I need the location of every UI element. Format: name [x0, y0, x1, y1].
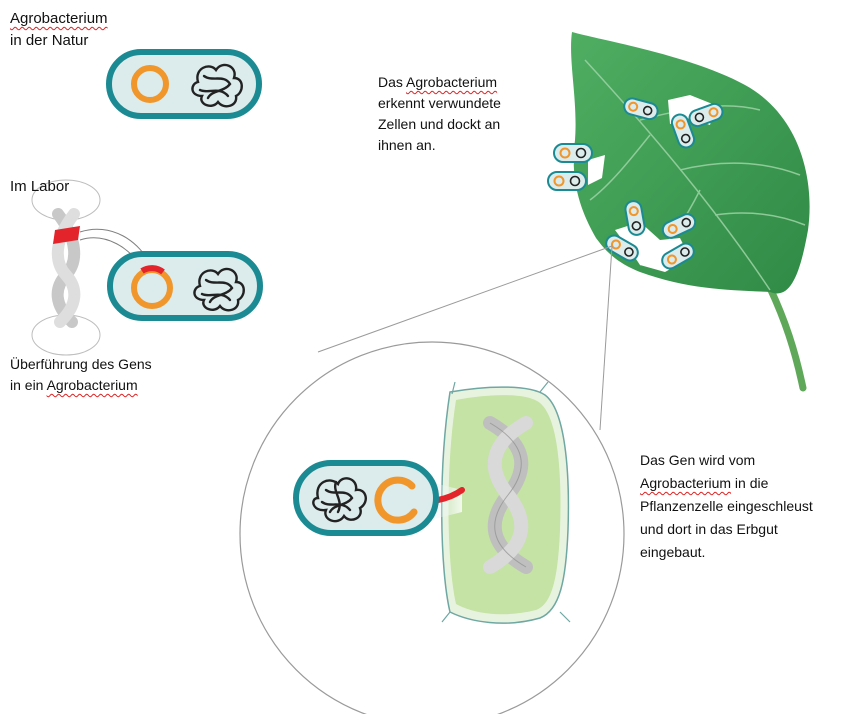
gene-line2b: in die — [731, 475, 769, 491]
mini-bacterium — [605, 234, 639, 262]
bacterial-chromosome-icon — [191, 63, 243, 108]
plasmid-ring-icon — [131, 65, 169, 103]
nature-label: Agrobacterium in der Natur — [10, 8, 108, 52]
zoom-connector — [317, 245, 613, 431]
gene-line4: und dort in das Erbgut — [640, 521, 778, 537]
gene-line5: eingebaut. — [640, 544, 706, 560]
lab-label: Im Labor — [10, 178, 70, 195]
inserted-gene — [140, 265, 165, 275]
transfer-label-line1: Überführung des Gens — [10, 356, 152, 372]
docking-line3: Zellen und dockt an — [378, 116, 501, 132]
dna-helix-icon — [483, 416, 533, 574]
mini-bacterium — [670, 113, 696, 149]
transfer-label-line2a: in ein — [10, 377, 47, 393]
leaf-stem — [766, 284, 807, 392]
docking-line1b: Agrobacterium — [406, 74, 498, 90]
nature-label-line2: in der Natur — [10, 32, 89, 49]
mini-bacterium — [553, 143, 593, 163]
nature-bacterium — [106, 49, 262, 119]
lab-dna — [31, 179, 153, 356]
transferred-gene — [435, 487, 465, 503]
gene-line2a: Agrobacterium — [640, 475, 732, 491]
bacterial-chromosome-icon — [312, 477, 367, 523]
dna-helix-icon — [51, 208, 81, 328]
plasmid-ring-icon — [374, 476, 418, 524]
mini-bacterium — [688, 102, 724, 128]
bacterial-chromosome-icon — [193, 267, 245, 312]
docked-bacteria — [547, 97, 724, 270]
docking-line1a: Das — [378, 74, 407, 90]
gene-line3: Pflanzenzelle eingeschleust — [640, 498, 813, 514]
mini-bacterium — [623, 97, 659, 121]
nature-label-line1: Agrobacterium — [10, 10, 108, 27]
mini-bacterium — [547, 171, 587, 191]
mini-bacterium — [624, 200, 646, 236]
mini-bacterium — [661, 213, 697, 239]
transfer-label-line2b: Agrobacterium — [46, 377, 138, 393]
transfer-label: Überführung des Gens in ein Agrobacterium — [10, 354, 152, 396]
large-bacterium — [293, 460, 439, 536]
lab-bacterium — [107, 251, 263, 321]
gene-line1: Das Gen wird vom — [640, 452, 756, 468]
leaf — [571, 32, 810, 392]
docking-line4: ihnen an. — [378, 137, 436, 153]
leaf-wound — [588, 155, 605, 185]
mini-bacterium — [661, 242, 695, 270]
docking-line2: erkennt verwundete — [378, 95, 501, 111]
